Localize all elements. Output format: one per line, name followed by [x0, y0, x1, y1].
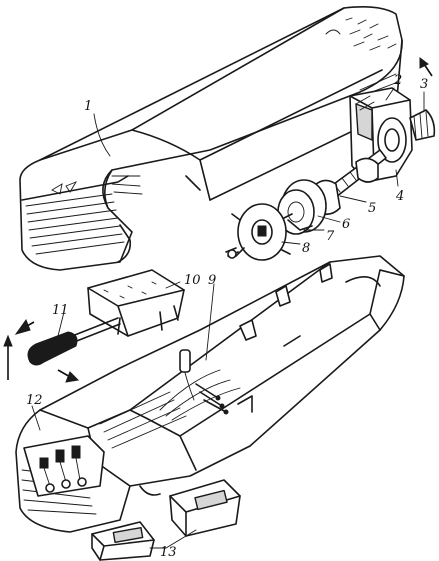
callout-10: 10: [184, 273, 201, 288]
callout-2: 2: [393, 73, 402, 88]
callout-1: 1: [84, 99, 92, 114]
callout-13: 13: [160, 545, 177, 560]
callout-12: 12: [26, 393, 43, 408]
leader-lines: [31, 87, 425, 549]
callout-labels: 1 2 3 4 5 6 7 8 9 10 11 12 13: [26, 73, 428, 560]
lever-handle: [27, 317, 121, 366]
callout-8: 8: [302, 241, 310, 256]
callout-4: 4: [395, 189, 404, 204]
end-caps: [91, 479, 241, 561]
callout-6: 6: [342, 217, 350, 232]
callout-7: 7: [326, 229, 335, 244]
callout-11: 11: [52, 303, 69, 318]
lower-base-housing: [15, 255, 405, 533]
motion-arrows: [3, 57, 433, 383]
upper-cover-housing: [19, 6, 403, 271]
callout-9: 9: [208, 273, 216, 288]
switch-block: [87, 269, 185, 337]
callout-3: 3: [420, 77, 428, 92]
cam-disc-stack: [225, 179, 327, 261]
callout-5: 5: [368, 201, 376, 216]
